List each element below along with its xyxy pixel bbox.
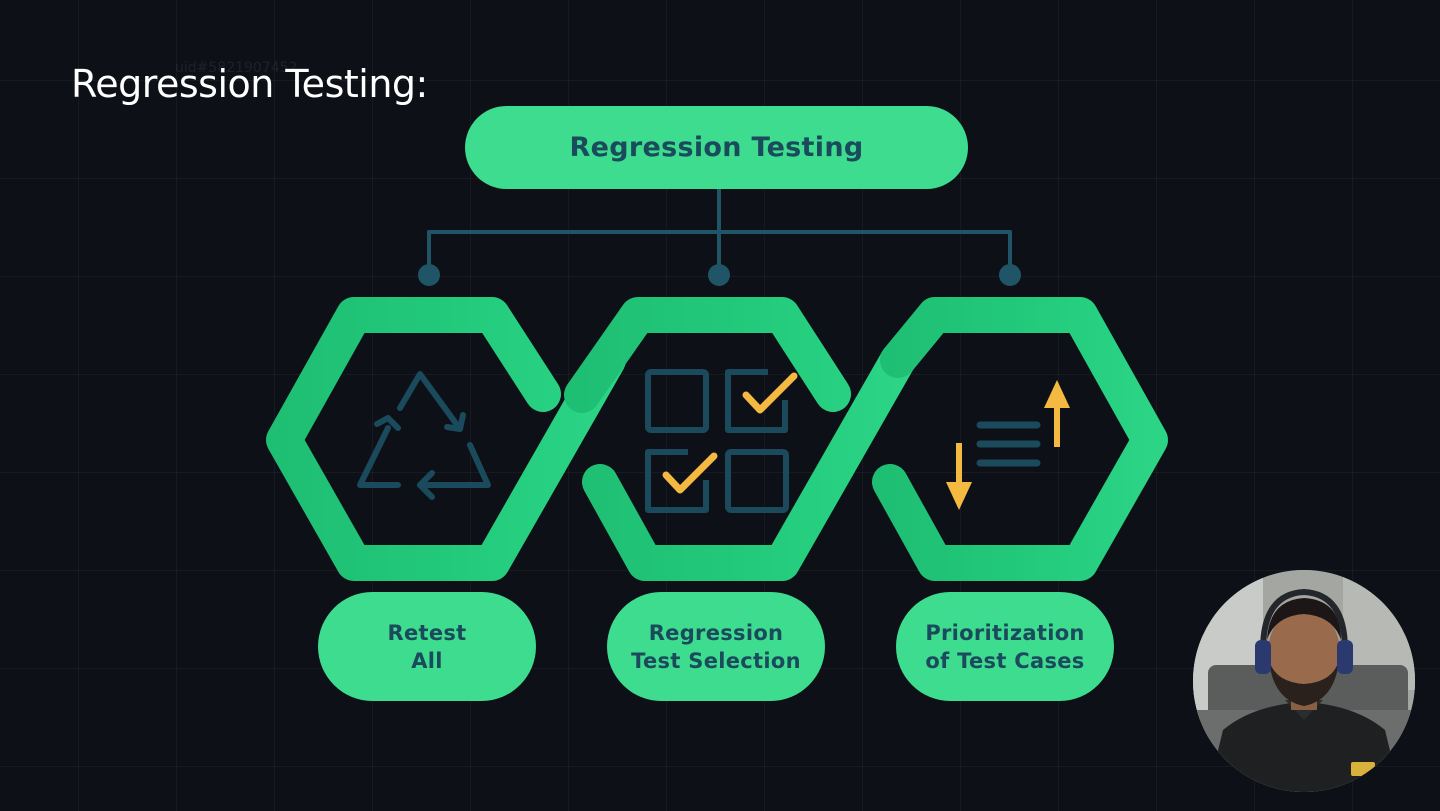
arrow-up-shaft	[1054, 405, 1060, 447]
sort-priority-icon	[946, 380, 1070, 510]
hexagon-left	[266, 297, 626, 581]
root-node-regression-testing: Regression Testing	[465, 106, 968, 189]
hexagon-right	[872, 297, 1168, 581]
checkbox-checked-top-right	[725, 369, 788, 433]
connector-dot-right	[999, 264, 1021, 286]
check-mark-bottom	[662, 452, 718, 494]
connector-lines	[427, 187, 1012, 277]
hexagon-chain	[266, 297, 1168, 581]
root-node-label: Regression Testing	[569, 132, 864, 163]
hexagon-middle	[564, 297, 916, 581]
presenter-avatar-icon	[1193, 570, 1415, 792]
connector-dot-left	[418, 264, 440, 286]
leaf-label-line1: Regression	[648, 620, 784, 645]
leaf-label-line2: of Test Cases	[925, 648, 1085, 673]
presenter-webcam	[1193, 570, 1415, 792]
recycle-icon	[357, 371, 491, 500]
leaf-node-retest-all: Retest All	[318, 592, 536, 701]
arrow-down-head	[946, 482, 972, 510]
leaf-label-line2: All	[411, 648, 443, 673]
connector-dots	[418, 264, 1021, 286]
checkbox-checked-bottom-left	[645, 449, 709, 513]
checkbox-empty-top-left	[645, 369, 709, 433]
leaf-label-line1: Prioritization	[925, 620, 1085, 645]
checkbox-empty-bottom-right	[725, 449, 789, 513]
leaf-node-prioritization: Prioritization of Test Cases	[896, 592, 1114, 701]
leaf-label-line1: Retest	[387, 620, 467, 645]
checklist-grid-icon	[645, 369, 798, 513]
check-mark-top	[742, 372, 798, 414]
arrow-down-shaft	[956, 443, 962, 485]
arrow-up-head	[1044, 380, 1070, 408]
leaf-node-regression-test-selection: Regression Test Selection	[607, 592, 825, 701]
connector-dot-center	[708, 264, 730, 286]
leaf-label-line2: Test Selection	[631, 648, 801, 673]
slide-title: Regression Testing:	[71, 62, 428, 106]
watermark-text: uid#5821907452	[175, 60, 298, 76]
